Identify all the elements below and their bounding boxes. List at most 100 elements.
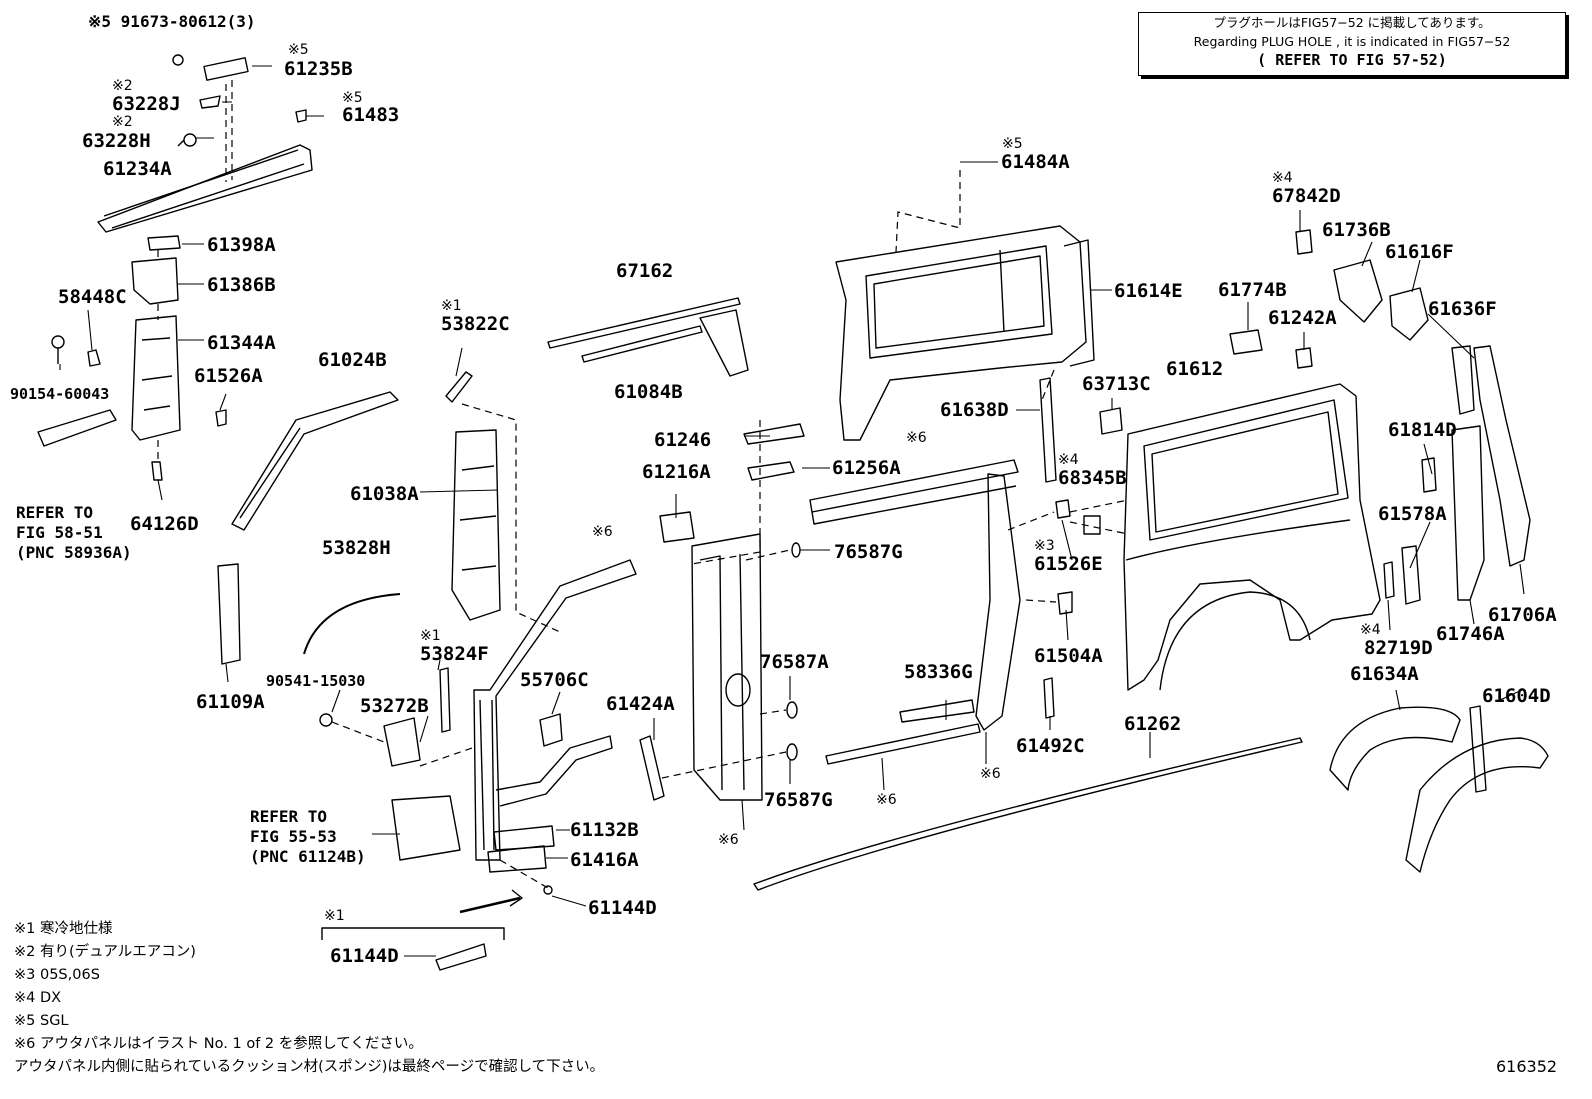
mark-6-61256a: ※6 bbox=[906, 430, 927, 446]
label-61492c: 61492C bbox=[1016, 735, 1085, 757]
label-61636f: 61636F bbox=[1428, 298, 1497, 320]
label-61526e: 61526E bbox=[1034, 553, 1103, 575]
legend-item-2: ※2 有り(デュアルエアコン) bbox=[14, 944, 196, 960]
mark-6-rear-pillar: ※6 bbox=[980, 766, 1001, 782]
label-61235b: 61235B bbox=[284, 58, 353, 80]
label-61774b: 61774B bbox=[1218, 279, 1287, 301]
mark-6-pillar-arc: ※6 bbox=[592, 524, 613, 540]
label-61262: 61262 bbox=[1124, 713, 1181, 735]
label-68345b: 68345B bbox=[1058, 467, 1127, 489]
label-61416a: 61416A bbox=[570, 849, 639, 871]
label-61578a: 61578A bbox=[1378, 503, 1447, 525]
label-61038a: 61038A bbox=[350, 483, 419, 505]
figure-number: 616352 bbox=[1496, 1057, 1558, 1076]
label-61424a: 61424A bbox=[606, 693, 675, 715]
label-61398a: 61398A bbox=[207, 234, 276, 256]
label-63713c: 63713C bbox=[1082, 373, 1151, 395]
label-61604d: 61604D bbox=[1482, 685, 1551, 707]
mark-1-53824f: ※1 bbox=[420, 628, 441, 644]
label-61132b: 61132B bbox=[570, 819, 639, 841]
label-61616f: 61616F bbox=[1385, 241, 1454, 263]
label-61814d: 61814D bbox=[1388, 419, 1457, 441]
part-labels: ※5 91673-80612(3) 61235B 63228J 61483 63… bbox=[10, 12, 1557, 967]
label-53824f: 53824F bbox=[420, 643, 489, 665]
label-53272b: 53272B bbox=[360, 695, 429, 717]
label-76587a: 76587A bbox=[760, 651, 829, 673]
refer1-line1: REFER TO bbox=[16, 503, 93, 522]
label-61634a: 61634A bbox=[1350, 663, 1419, 685]
mark-4-82719d: ※4 bbox=[1360, 622, 1381, 638]
label-61706a: 61706A bbox=[1488, 604, 1557, 626]
mark-2-63228j: ※2 bbox=[112, 78, 133, 94]
label-64126d: 64126D bbox=[130, 513, 199, 535]
label-61736b: 61736B bbox=[1322, 219, 1391, 241]
label-76587g-bottom: 76587G bbox=[764, 789, 833, 811]
label-76587g-top: 76587G bbox=[834, 541, 903, 563]
label-58336g: 58336G bbox=[904, 661, 973, 683]
label-63228j: 63228J bbox=[112, 93, 181, 115]
part-illustrations bbox=[37, 54, 1549, 971]
mark-1-61144d: ※1 bbox=[324, 908, 345, 924]
notice-line-japanese: プラグホールはFIG57−52 に掲載してあります。 bbox=[1213, 15, 1491, 30]
label-67162: 67162 bbox=[616, 260, 673, 282]
label-90154-60043: 90154-60043 bbox=[10, 385, 109, 403]
label-82719d: 82719D bbox=[1364, 637, 1433, 659]
legend-item-6: ※6 アウタパネルはイラスト No. 1 of 2 を参照してください。 bbox=[14, 1036, 423, 1052]
label-67842d: 67842D bbox=[1272, 185, 1341, 207]
leader-lines bbox=[59, 65, 1525, 957]
label-61216a: 61216A bbox=[642, 461, 711, 483]
label-61144d: 61144D bbox=[588, 897, 657, 919]
label-61612: 61612 bbox=[1166, 358, 1223, 380]
mark-6-center-pillar: ※6 bbox=[718, 832, 739, 848]
condition-marks: ※5 ※2 ※5 ※2 ※1 ※5 ※4 ※6 ※4 ※3 ※6 ※1 ※6 ※… bbox=[112, 42, 1381, 924]
label-53822c: 53822C bbox=[441, 313, 510, 335]
label-61614e: 61614E bbox=[1114, 280, 1183, 302]
mark-4-67842d: ※4 bbox=[1272, 170, 1293, 186]
refer1-line2: FIG 58-51 bbox=[16, 523, 103, 542]
refer-notes: REFER TO FIG 58-51 (PNC 58936A) REFER TO… bbox=[16, 503, 366, 866]
refer2-line2: FIG 55-53 bbox=[250, 827, 337, 846]
notice-line-english: Regarding PLUG HOLE , it is indicated in… bbox=[1193, 34, 1511, 49]
label-61386b: 61386B bbox=[207, 274, 276, 296]
mark-2-63228h: ※2 bbox=[112, 114, 133, 130]
label-61234a: 61234A bbox=[103, 158, 172, 180]
label-61144d-legend: 61144D bbox=[330, 945, 399, 967]
refer2-line1: REFER TO bbox=[250, 807, 327, 826]
legend-item-5: ※5 SGL bbox=[14, 1013, 69, 1029]
label-91673-80612: ※5 91673-80612(3) bbox=[88, 12, 256, 31]
notice-refer-fig: ( REFER TO FIG 57-52) bbox=[1257, 51, 1447, 69]
label-61242a: 61242A bbox=[1268, 307, 1337, 329]
label-61746a: 61746A bbox=[1436, 623, 1505, 645]
label-61024b: 61024B bbox=[318, 349, 387, 371]
label-61109a: 61109A bbox=[196, 691, 265, 713]
label-90541-15030: 90541-15030 bbox=[266, 672, 365, 690]
label-58448c: 58448C bbox=[58, 286, 127, 308]
dashed-guides bbox=[157, 80, 1129, 889]
label-61344a: 61344A bbox=[207, 332, 276, 354]
label-61246: 61246 bbox=[654, 429, 711, 451]
label-61504a: 61504A bbox=[1034, 645, 1103, 667]
label-61638d: 61638D bbox=[940, 399, 1009, 421]
mark-1-53822c: ※1 bbox=[441, 298, 462, 314]
legend-item-4: ※4 DX bbox=[14, 990, 62, 1006]
refer1-line3: (PNC 58936A) bbox=[16, 543, 132, 562]
mark-5-61235b: ※5 bbox=[288, 42, 309, 58]
label-61484a: 61484A bbox=[1001, 151, 1070, 173]
mark-4-68345b: ※4 bbox=[1058, 452, 1079, 468]
label-63228h: 63228H bbox=[82, 130, 151, 152]
refer2-line3: (PNC 61124B) bbox=[250, 847, 366, 866]
mark-3-61526e: ※3 bbox=[1034, 538, 1055, 554]
label-61256a: 61256A bbox=[832, 457, 901, 479]
label-61084b: 61084B bbox=[614, 381, 683, 403]
label-61483: 61483 bbox=[342, 104, 399, 126]
legend: ※1 寒冷地仕様 ※2 有り(デュアルエアコン) ※3 05S,06S ※4 D… bbox=[14, 918, 604, 1079]
legend-note: アウタパネル内側に貼られているクッション材(スポンジ)は最終ページで確認して下さ… bbox=[14, 1059, 605, 1075]
mark-6-rocker: ※6 bbox=[876, 792, 897, 808]
label-53828h: 53828H bbox=[322, 537, 391, 559]
legend-item-1: ※1 寒冷地仕様 bbox=[14, 921, 113, 937]
label-61526a: 61526A bbox=[194, 365, 263, 387]
mark-5-61484a: ※5 bbox=[1002, 136, 1023, 152]
legend-item-3: ※3 05S,06S bbox=[14, 967, 100, 983]
mark-5-61483: ※5 bbox=[342, 90, 363, 106]
